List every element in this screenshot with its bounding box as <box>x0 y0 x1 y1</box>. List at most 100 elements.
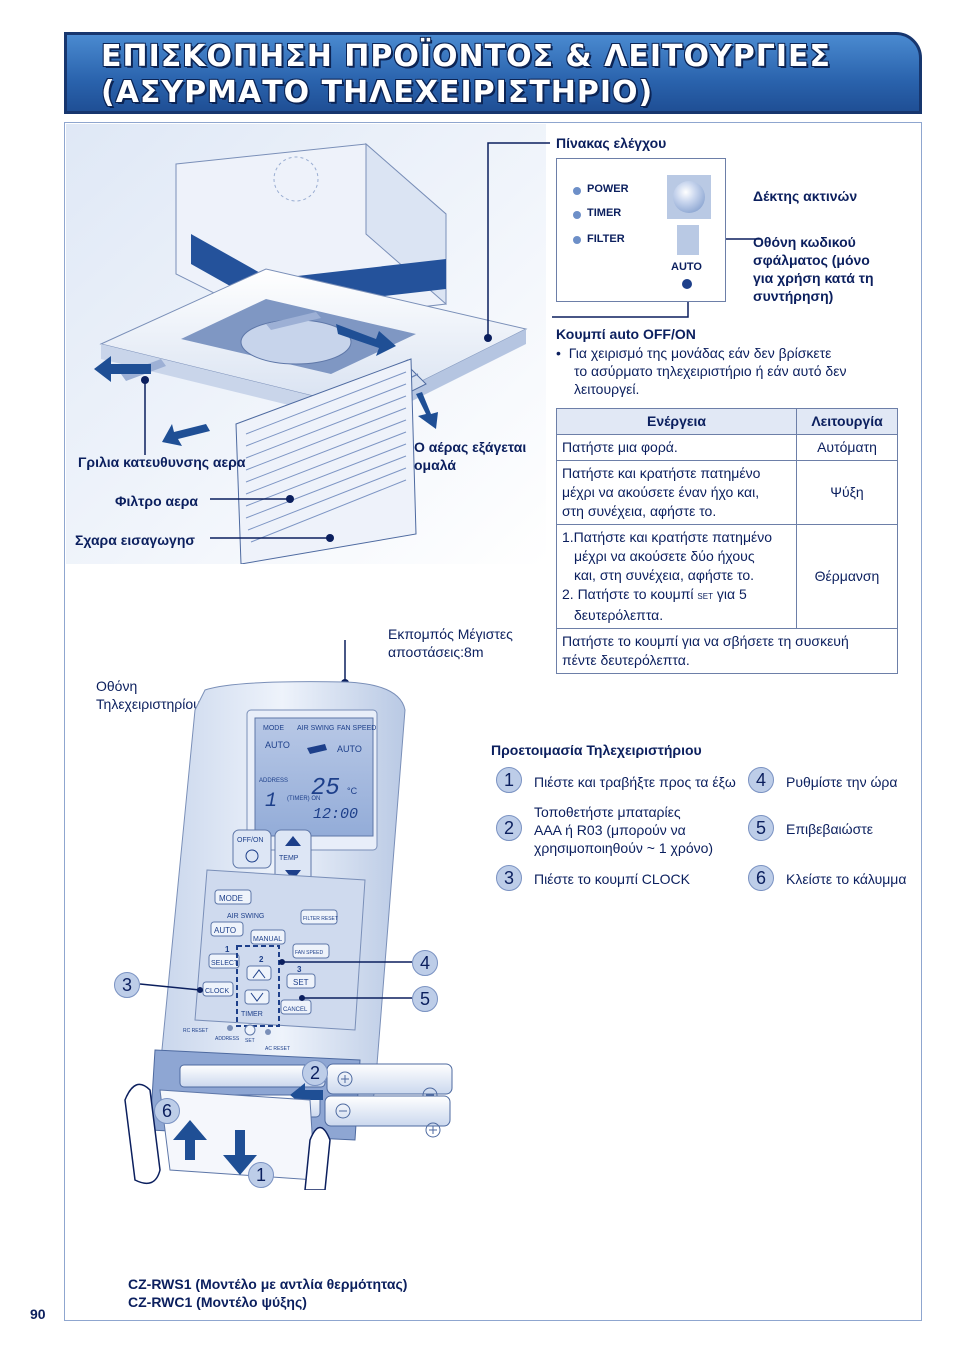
model-names: CZ-RWS1 (Μοντέλο με αντλία θερμότητας) C… <box>128 1276 408 1310</box>
svg-text:3: 3 <box>297 965 302 974</box>
callout-2: 2 <box>302 1060 328 1086</box>
prep-step-3: Πιέστε το κουμπί CLOCK <box>534 871 691 887</box>
select-button[interactable] <box>208 953 240 969</box>
auto-button-title: Κουμπί auto OFF/ON <box>556 326 696 342</box>
prep-step-3-number: 3 <box>496 865 522 891</box>
auto-off-on-button[interactable] <box>682 279 692 289</box>
battery-1 <box>326 1063 453 1095</box>
lcd-tab-mode: MODE <box>263 725 284 732</box>
indicator-timer: TIMER <box>587 207 622 219</box>
page-title-line2: (ΑΣΥΡΜΑΤΟ ΤΗΛΕΧΕΙΡΙΣΤΗΡΙΟ) <box>101 75 654 110</box>
set-button[interactable] <box>286 973 316 989</box>
timer-label: TIMER <box>241 1011 263 1018</box>
receiver-sensor-icon <box>667 175 711 219</box>
power-icon <box>245 849 259 863</box>
manual-swing-button[interactable] <box>250 929 286 945</box>
address-pinhole-icon <box>227 1025 233 1031</box>
svg-text:SET: SET <box>293 978 309 987</box>
lcd-unit: °C <box>347 786 358 796</box>
prep-step-4-number: 4 <box>748 767 774 793</box>
filter-led-icon <box>573 236 581 244</box>
callout-1: 1 <box>248 1162 274 1188</box>
lcd-mode: AUTO <box>265 740 290 750</box>
swing-icon <box>307 744 327 754</box>
louver-label: Γριλια κατευθυνσης αερα <box>78 454 246 470</box>
svg-text:1: 1 <box>225 945 230 954</box>
ceiling-unit-illustration <box>66 124 546 564</box>
auto-swing-button[interactable] <box>210 921 244 937</box>
lcd-address-value: 1 <box>265 790 277 813</box>
lcd-address: ADDRESS <box>259 778 288 784</box>
time-up-button[interactable] <box>246 965 272 981</box>
svg-text:FAN SPEED: FAN SPEED <box>295 950 323 956</box>
lcd-fan: AUTO <box>337 744 362 754</box>
page-number: 90 <box>30 1306 46 1322</box>
transmitter-label: Εκπομπός Μέγιστες αποστάσεις:8m <box>388 626 513 660</box>
svg-text:FILTER RESET: FILTER RESET <box>303 916 338 922</box>
indicator-filter: FILTER <box>587 233 625 245</box>
table-row: Πατήστε το κουμπί για να σβήσετε τη συσκ… <box>556 628 898 674</box>
set-small-label: SET <box>245 1038 255 1044</box>
table-row: Πατήστε μια φορά. Αυτόματη <box>556 434 898 461</box>
battery-2 <box>324 1095 451 1127</box>
prep-step-5: Επιβεβαιώστε <box>786 821 874 837</box>
lcd-time: 12:00 <box>313 806 358 823</box>
prep-step-1-number: 1 <box>496 767 522 793</box>
chevron-up-icon <box>252 969 266 979</box>
page-title-line1: ΕΠΙΣΚΟΠΗΣΗ ΠΡΟΪΟΝΤΟΣ & ΛΕΙΤΟΥΡΓΙΕΣ <box>101 39 831 74</box>
control-panel: POWER TIMER FILTER AUTO <box>556 158 726 302</box>
page-header-banner: ΕΠΙΣΚΟΠΗΣΗ ΠΡΟΪΟΝΤΟΣ & ΛΕΙΤΟΥΡΓΙΕΣ (ΑΣΥΡ… <box>64 32 922 114</box>
svg-text:SELECT: SELECT <box>211 960 239 967</box>
prep-step-2-number: 2 <box>496 815 522 841</box>
auto-label: AUTO <box>671 261 702 273</box>
mode-button[interactable] <box>214 889 252 905</box>
clock-button[interactable] <box>202 981 234 997</box>
lcd-tab-fan-speed: FAN SPEED <box>337 725 376 732</box>
timer-led-icon <box>573 211 581 219</box>
fan-speed-button[interactable] <box>292 943 330 959</box>
filter-reset-button[interactable] <box>300 909 338 925</box>
prep-title: Προετοιμασία Τηλεχειριστήριου <box>491 742 702 758</box>
lcd-timer: (TIMER) ON <box>287 796 320 802</box>
chevron-down-icon <box>250 992 264 1002</box>
callout-4: 4 <box>412 950 438 976</box>
time-set-group <box>236 945 280 1027</box>
svg-text:MODE: MODE <box>219 894 243 903</box>
address-button-label: ADDRESS <box>215 1036 240 1042</box>
callout-5: 5 <box>412 986 438 1012</box>
content-frame <box>64 122 922 1321</box>
remote-display-label: Οθόνη Τηλεχειριστηρίου <box>96 678 201 712</box>
rc-reset-label: RC RESET <box>183 1028 208 1034</box>
callout-6: 6 <box>154 1098 180 1124</box>
prep-step-1: Πιέστε και τραβήξτε προς τα έξω <box>534 774 736 790</box>
error-code-display <box>677 225 699 255</box>
svg-text:CANCEL: CANCEL <box>283 1007 308 1013</box>
prep-step-4: Ρυθμίστε την ώρα <box>786 774 898 790</box>
power-led-icon <box>573 187 581 195</box>
cancel-button[interactable] <box>280 999 312 1015</box>
svg-text:MANUAL: MANUAL <box>253 936 282 943</box>
lcd-tab-air-swing: AIR SWING <box>297 725 334 732</box>
ac-reset-label: AC RESET <box>265 1046 290 1052</box>
receiver-label: Δέκτης ακτινών <box>753 188 858 204</box>
control-panel-label: Πίνακας ελέγχου <box>556 135 667 151</box>
set-pinhole-icon <box>244 1024 256 1036</box>
svg-text:CLOCK: CLOCK <box>205 988 229 995</box>
lcd-temp: 25 <box>311 775 340 802</box>
remote-control-illustration: MODE AIR SWING FAN SPEED AUTO AUTO ADDRE… <box>124 681 453 1190</box>
operations-table: Ενέργεια Λειτουργία Πατήστε μια φορά. Αυ… <box>556 408 898 674</box>
offon-button[interactable] <box>232 829 272 869</box>
table-header-mode: Λειτουργία <box>796 408 898 435</box>
error-display-label: Οθόνη κωδικού σφάλματος (μόνο για χρήση … <box>753 234 874 304</box>
table-row: 1.Πατήστε και κρατήστε πατημένο μέχρι να… <box>556 524 898 629</box>
ac-reset-pinhole-icon <box>265 1029 271 1035</box>
temp-up-icon <box>285 836 301 846</box>
prep-step-6: Κλείστε το κάλυμμα <box>786 871 907 887</box>
pull-arrow-icon <box>223 1130 257 1175</box>
air-out-label: Ο αέρας εξάγεται ομαλά <box>414 439 527 473</box>
svg-text:TEMP: TEMP <box>279 855 299 862</box>
indicator-power: POWER <box>587 183 629 195</box>
air-swing-label: AIR SWING <box>227 913 264 920</box>
intake-label: Σχαρα εισαγωγησ <box>75 532 195 548</box>
